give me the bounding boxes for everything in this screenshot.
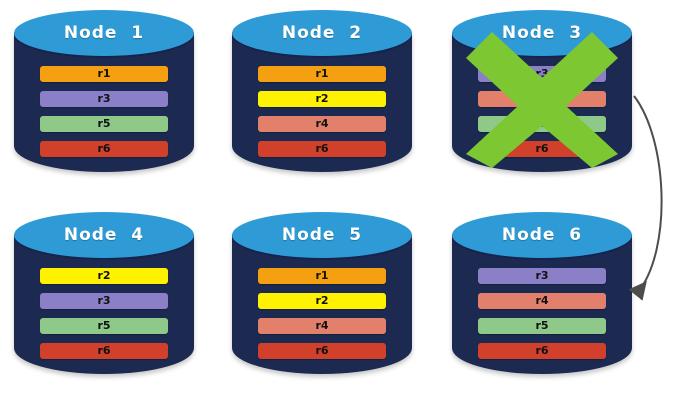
node-2-records: r1 r2 r4 r6 <box>258 66 386 157</box>
record-bar[interactable]: r4 <box>258 318 386 334</box>
node-6-title: Node 6 <box>501 225 583 245</box>
record-bar[interactable]: r6 <box>258 141 386 157</box>
node-2[interactable]: Node 2 r1 r2 r4 r6 <box>232 10 412 185</box>
record-bar[interactable]: r6 <box>478 343 606 359</box>
record-bar[interactable]: r5 <box>40 318 168 334</box>
node-4[interactable]: Node 4 r2 r3 r5 r6 <box>14 212 194 387</box>
node-3-records: r3 r4 r5 r6 <box>478 66 606 157</box>
node-6[interactable]: Node 6 r3 r4 r5 r6 <box>452 212 632 387</box>
node-4-cylinder-top <box>14 212 194 258</box>
record-bar[interactable]: r4 <box>478 91 606 107</box>
node-6-records: r3 r4 r5 r6 <box>478 268 606 359</box>
record-bar[interactable]: r4 <box>478 293 606 309</box>
node-1[interactable]: Node 1 r1 r3 r5 r6 <box>14 10 194 185</box>
record-bar[interactable]: r3 <box>478 66 606 82</box>
node-1-cylinder-top <box>14 10 194 56</box>
node-4-records: r2 r3 r5 r6 <box>40 268 168 359</box>
record-bar[interactable]: r4 <box>258 116 386 132</box>
record-bar[interactable]: r3 <box>478 268 606 284</box>
record-bar[interactable]: r3 <box>40 91 168 107</box>
record-bar[interactable]: r5 <box>40 116 168 132</box>
record-bar[interactable]: r5 <box>478 116 606 132</box>
record-bar[interactable]: r6 <box>40 141 168 157</box>
node-2-title: Node 2 <box>281 23 363 43</box>
record-bar[interactable]: r2 <box>258 91 386 107</box>
record-bar[interactable]: r1 <box>40 66 168 82</box>
record-bar[interactable]: r1 <box>258 66 386 82</box>
node-2-cylinder-top <box>232 10 412 56</box>
node-3-title: Node 3 <box>501 23 583 43</box>
record-bar[interactable]: r6 <box>478 141 606 157</box>
record-bar[interactable]: r1 <box>258 268 386 284</box>
node-1-records: r1 r3 r5 r6 <box>40 66 168 157</box>
record-bar[interactable]: r6 <box>40 343 168 359</box>
node-3[interactable]: Node 3 r3 r4 r5 r6 <box>452 10 632 185</box>
record-bar[interactable]: r5 <box>478 318 606 334</box>
record-bar[interactable]: r2 <box>40 268 168 284</box>
node-5-title: Node 5 <box>281 225 363 245</box>
record-bar[interactable]: r2 <box>258 293 386 309</box>
node-5-cylinder-top <box>232 212 412 258</box>
record-bar[interactable]: r6 <box>258 343 386 359</box>
node-6-cylinder-top <box>452 212 632 258</box>
node-5[interactable]: Node 5 r1 r2 r4 r6 <box>232 212 412 387</box>
record-bar[interactable]: r3 <box>40 293 168 309</box>
node-1-title: Node 1 <box>63 23 145 43</box>
node-5-records: r1 r2 r4 r6 <box>258 268 386 359</box>
node-4-title: Node 4 <box>63 225 145 245</box>
